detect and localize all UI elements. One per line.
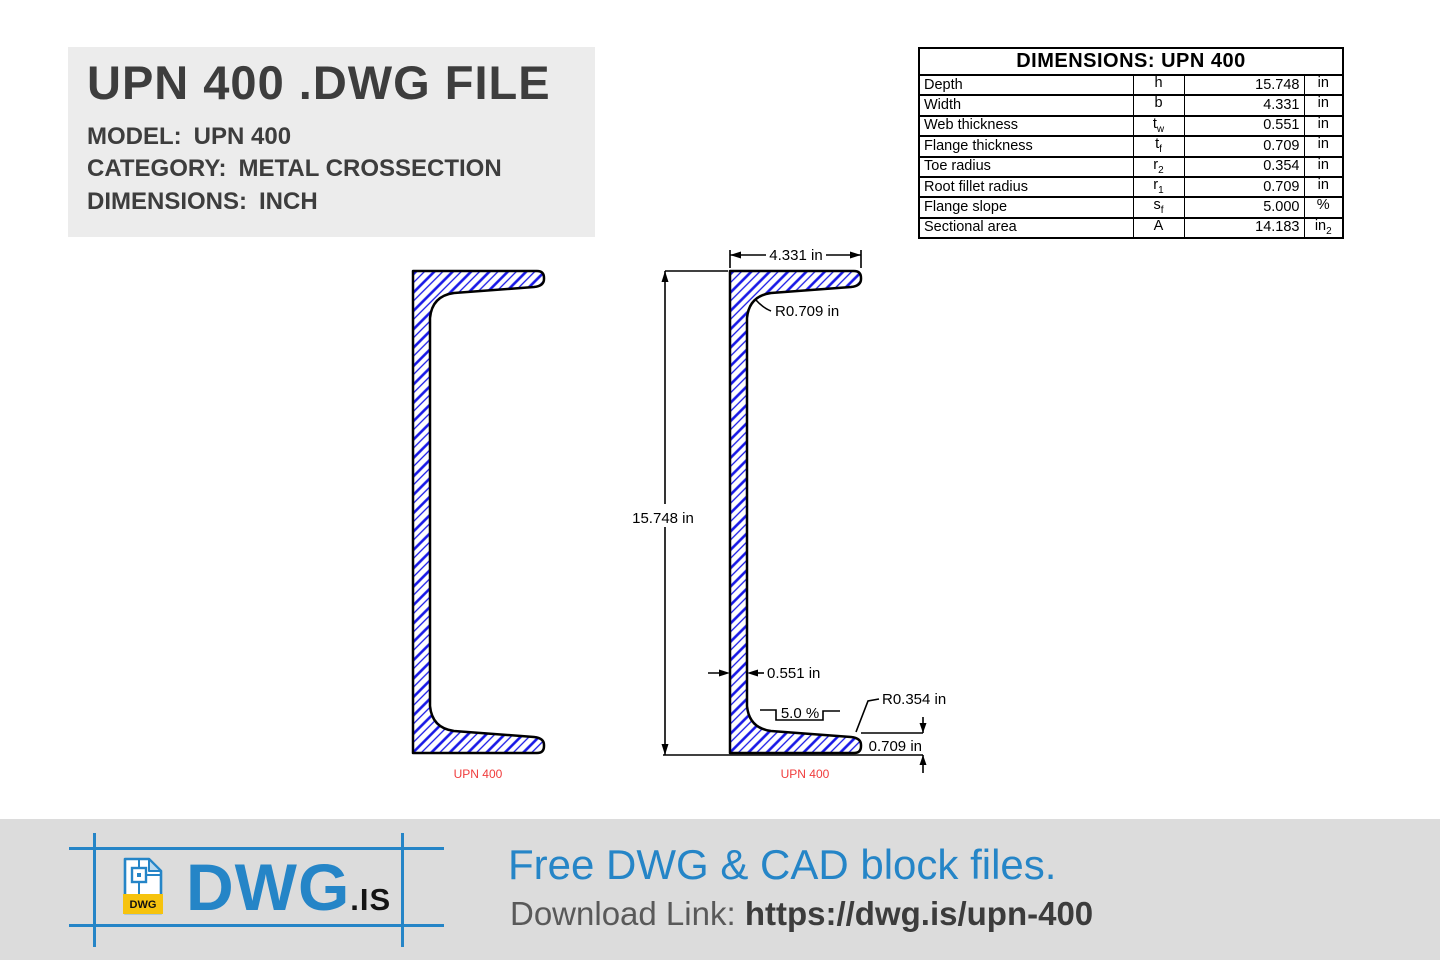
upn-section-plain-drawing: UPN 400: [411, 269, 546, 781]
row-value: 15.748: [1183, 74, 1305, 97]
dimensions-table: DIMENSIONS: UPN 400 Depth h 15.748 in Wi…: [918, 47, 1344, 240]
title-block: UPN 400 .DWG FILE MODEL: UPN 400 CATEGORY…: [68, 47, 595, 237]
table-row: Depth h 15.748 in: [918, 74, 1344, 97]
channel-profile: [411, 269, 546, 755]
row-name: Flange thickness: [918, 135, 1134, 158]
row-unit: %: [1303, 196, 1344, 219]
crosshair-line: [401, 833, 404, 947]
row-symbol: tf: [1132, 135, 1185, 158]
dim-depth-lines: [663, 270, 923, 756]
table-row: Flange slope sf 5.000 %: [918, 196, 1344, 219]
row-value: 14.183: [1183, 217, 1305, 240]
row-value: 5.000: [1183, 196, 1305, 219]
dwg-badge-label: DWG: [130, 899, 157, 911]
row-unit: in2: [1303, 217, 1344, 240]
row-value: 0.354: [1183, 156, 1305, 178]
dim-flange-label: 0.709 in: [869, 738, 922, 755]
row-name: Sectional area: [918, 217, 1134, 240]
drawing-label-left: UPN 400: [454, 767, 503, 781]
drawing-label-right: UPN 400: [781, 767, 830, 781]
leader-root-radius: [754, 298, 772, 312]
row-unit: in: [1303, 156, 1344, 178]
arrowhead: [719, 669, 730, 677]
row-value: 0.709: [1183, 176, 1305, 199]
meta-model-value: UPN 400: [193, 122, 292, 150]
table-row: Root fillet radius r1 0.709 in: [918, 176, 1344, 199]
dim-width-label: 4.331 in: [769, 247, 822, 264]
download-line: Download Link: https://dwg.is/upn-400: [510, 895, 1093, 933]
row-value: 0.709: [1183, 135, 1305, 158]
row-unit: in: [1303, 94, 1344, 117]
table-row: Sectional area A 14.183 in2: [918, 217, 1344, 240]
row-symbol: r2: [1132, 156, 1185, 178]
row-value: 0.551: [1183, 115, 1305, 138]
leader-toe-radius: [855, 698, 880, 733]
dwg-file-icon: DWG: [123, 857, 163, 915]
arrowhead: [919, 723, 927, 733]
dim-slope-lines: [760, 709, 840, 721]
row-value: 4.331: [1183, 94, 1305, 117]
dim-depth-label: 15.748 in: [632, 510, 694, 527]
table-row: Web thickness tw 0.551 in: [918, 115, 1344, 138]
table-row: Flange thickness tf 0.709 in: [918, 135, 1344, 158]
row-name: Web thickness: [918, 115, 1134, 138]
dim-root-radius-label: R0.709 in: [775, 303, 839, 320]
logo-dwg-text: DWG: [186, 850, 351, 924]
row-symbol: tw: [1132, 115, 1185, 138]
row-unit: in: [1303, 176, 1344, 199]
row-name: Depth: [918, 74, 1134, 97]
row-unit: in: [1303, 74, 1344, 97]
footer-tagline: Free DWG & CAD block files.: [508, 841, 1057, 888]
row-symbol: h: [1132, 74, 1185, 97]
meta-category-label: CATEGORY:: [87, 155, 227, 183]
dwg-is-logo[interactable]: DWG .IS: [186, 849, 391, 925]
arrowhead: [850, 251, 861, 259]
dim-web-label: 0.551 in: [767, 665, 820, 682]
meta-model-label: MODEL:: [87, 122, 182, 150]
row-name: Root fillet radius: [918, 176, 1134, 199]
arrowhead: [747, 669, 758, 677]
row-name: Flange slope: [918, 196, 1134, 219]
meta-dimensions-value: INCH: [259, 187, 318, 215]
table-row: Width b 4.331 in: [918, 94, 1344, 117]
dim-slope-label: 5.0 %: [781, 705, 819, 722]
meta-dimensions: DIMENSIONS: INCH: [87, 186, 595, 219]
dim-toe-radius-label: R0.354 in: [882, 691, 946, 708]
arrowhead: [661, 744, 669, 755]
crosshair-line: [93, 833, 96, 947]
meta-category: CATEGORY: METAL CROSSECTION: [87, 153, 595, 186]
logo-is-text: .IS: [350, 882, 392, 917]
row-symbol: A: [1132, 217, 1185, 240]
dimensions-table-title: DIMENSIONS: UPN 400: [918, 47, 1344, 76]
meta-dimensions-label: DIMENSIONS:: [87, 187, 248, 215]
arrowhead: [661, 271, 669, 282]
download-label: Download Link:: [510, 895, 745, 932]
page-title: UPN 400 .DWG FILE: [87, 56, 551, 109]
row-unit: in: [1303, 115, 1344, 138]
arrowhead: [730, 251, 741, 259]
channel-profile: [728, 269, 863, 755]
row-name: Width: [918, 94, 1134, 117]
row-name: Toe radius: [918, 156, 1134, 178]
arrowhead: [919, 755, 927, 765]
row-symbol: sf: [1132, 196, 1185, 219]
row-symbol: b: [1132, 94, 1185, 117]
upn-section-dimensioned-drawing: 4.331 in R0.709 in 15.748 in 0.551 in 5.…: [632, 247, 946, 781]
download-url-link[interactable]: https://dwg.is/upn-400: [744, 895, 1094, 932]
table-row: Toe radius r2 0.354 in: [918, 156, 1344, 178]
row-unit: in: [1303, 135, 1344, 158]
meta-category-value: METAL CROSSECTION: [238, 155, 502, 183]
footer: DWG DWG .IS Free DWG & CAD block files. …: [0, 819, 1440, 960]
meta-model: MODEL: UPN 400: [87, 121, 595, 154]
row-symbol: r1: [1132, 176, 1185, 199]
crosshair-line: [69, 924, 444, 927]
crosshair-line: [69, 847, 444, 850]
